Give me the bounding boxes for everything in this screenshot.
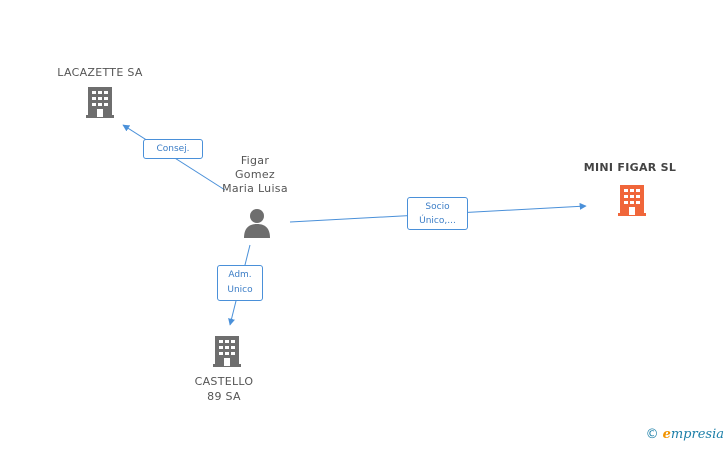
person-icon[interactable] xyxy=(241,206,273,240)
building-icon-highlighted[interactable] xyxy=(616,183,648,217)
person-name-line3: Maria Luisa xyxy=(222,182,288,195)
adm-line2: Unico xyxy=(227,285,253,295)
person-name-line2: Gomez xyxy=(234,168,275,181)
socio-line1: Socio xyxy=(425,202,450,212)
brand-name: mpresia xyxy=(670,427,724,442)
edge-label-adm[interactable]: Adm. Unico xyxy=(217,265,263,301)
node-label-lacazette: LACAZETTE SA xyxy=(57,66,143,79)
adm-line1: Adm. xyxy=(228,270,252,280)
edge-label-socio[interactable]: Socio Único,... xyxy=(407,197,468,230)
socio-line2: Único,... xyxy=(419,216,456,226)
castello-line1: CASTELLO xyxy=(194,375,254,388)
castello-line2: 89 SA xyxy=(207,390,241,403)
brand-initial: e xyxy=(662,427,671,442)
building-icon[interactable] xyxy=(84,85,116,119)
node-label-person: Figar Gomez Maria Luisa xyxy=(205,154,305,196)
brand-logo: ©empresia xyxy=(646,427,724,442)
node-label-minifigar: MINI FIGAR SL xyxy=(583,161,677,174)
building-icon[interactable] xyxy=(211,334,243,368)
node-label-castello: CASTELLO 89 SA xyxy=(174,374,274,404)
edge-label-consej[interactable]: Consej. xyxy=(143,139,203,159)
person-name-line1: Figar xyxy=(240,154,270,167)
copyright-icon: © xyxy=(645,427,659,442)
